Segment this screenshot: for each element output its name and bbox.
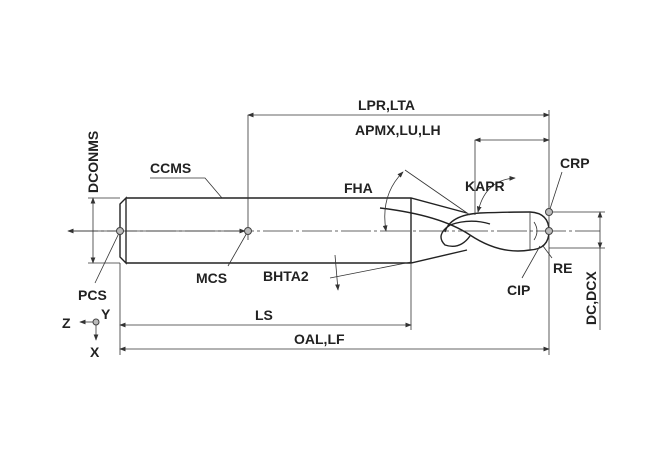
axis-symbol: Z Y X: [62, 306, 111, 360]
tool-body: [119, 196, 550, 265]
re-label: RE: [553, 260, 572, 276]
axis-z-label: Z: [62, 315, 71, 331]
kapr-label: KAPR: [465, 178, 505, 194]
axis-y-label: Y: [101, 306, 111, 322]
pcs-label: PCS: [78, 287, 107, 303]
dimension-lines: [67, 110, 605, 355]
bhta2-label: BHTA2: [263, 268, 309, 284]
ls-label: LS: [255, 307, 273, 323]
crp-point: [545, 208, 553, 216]
pcs-point: [116, 227, 124, 235]
dc-label: DC,DCX: [583, 271, 599, 325]
axis-x-label: X: [90, 344, 100, 360]
apmx-label: APMX,LU,LH: [355, 122, 441, 138]
dconms-label: DCONMS: [85, 131, 101, 193]
ccms-label: CCMS: [150, 160, 191, 176]
cip-label: CIP: [507, 282, 530, 298]
mcs-point: [244, 227, 252, 235]
mcs-label: MCS: [196, 270, 227, 286]
crp-label: CRP: [560, 155, 590, 171]
oal-label: OAL,LF: [294, 331, 345, 347]
cip-point: [545, 227, 553, 235]
fha-label: FHA: [344, 180, 373, 196]
lpr-label: LPR,LTA: [358, 97, 415, 113]
